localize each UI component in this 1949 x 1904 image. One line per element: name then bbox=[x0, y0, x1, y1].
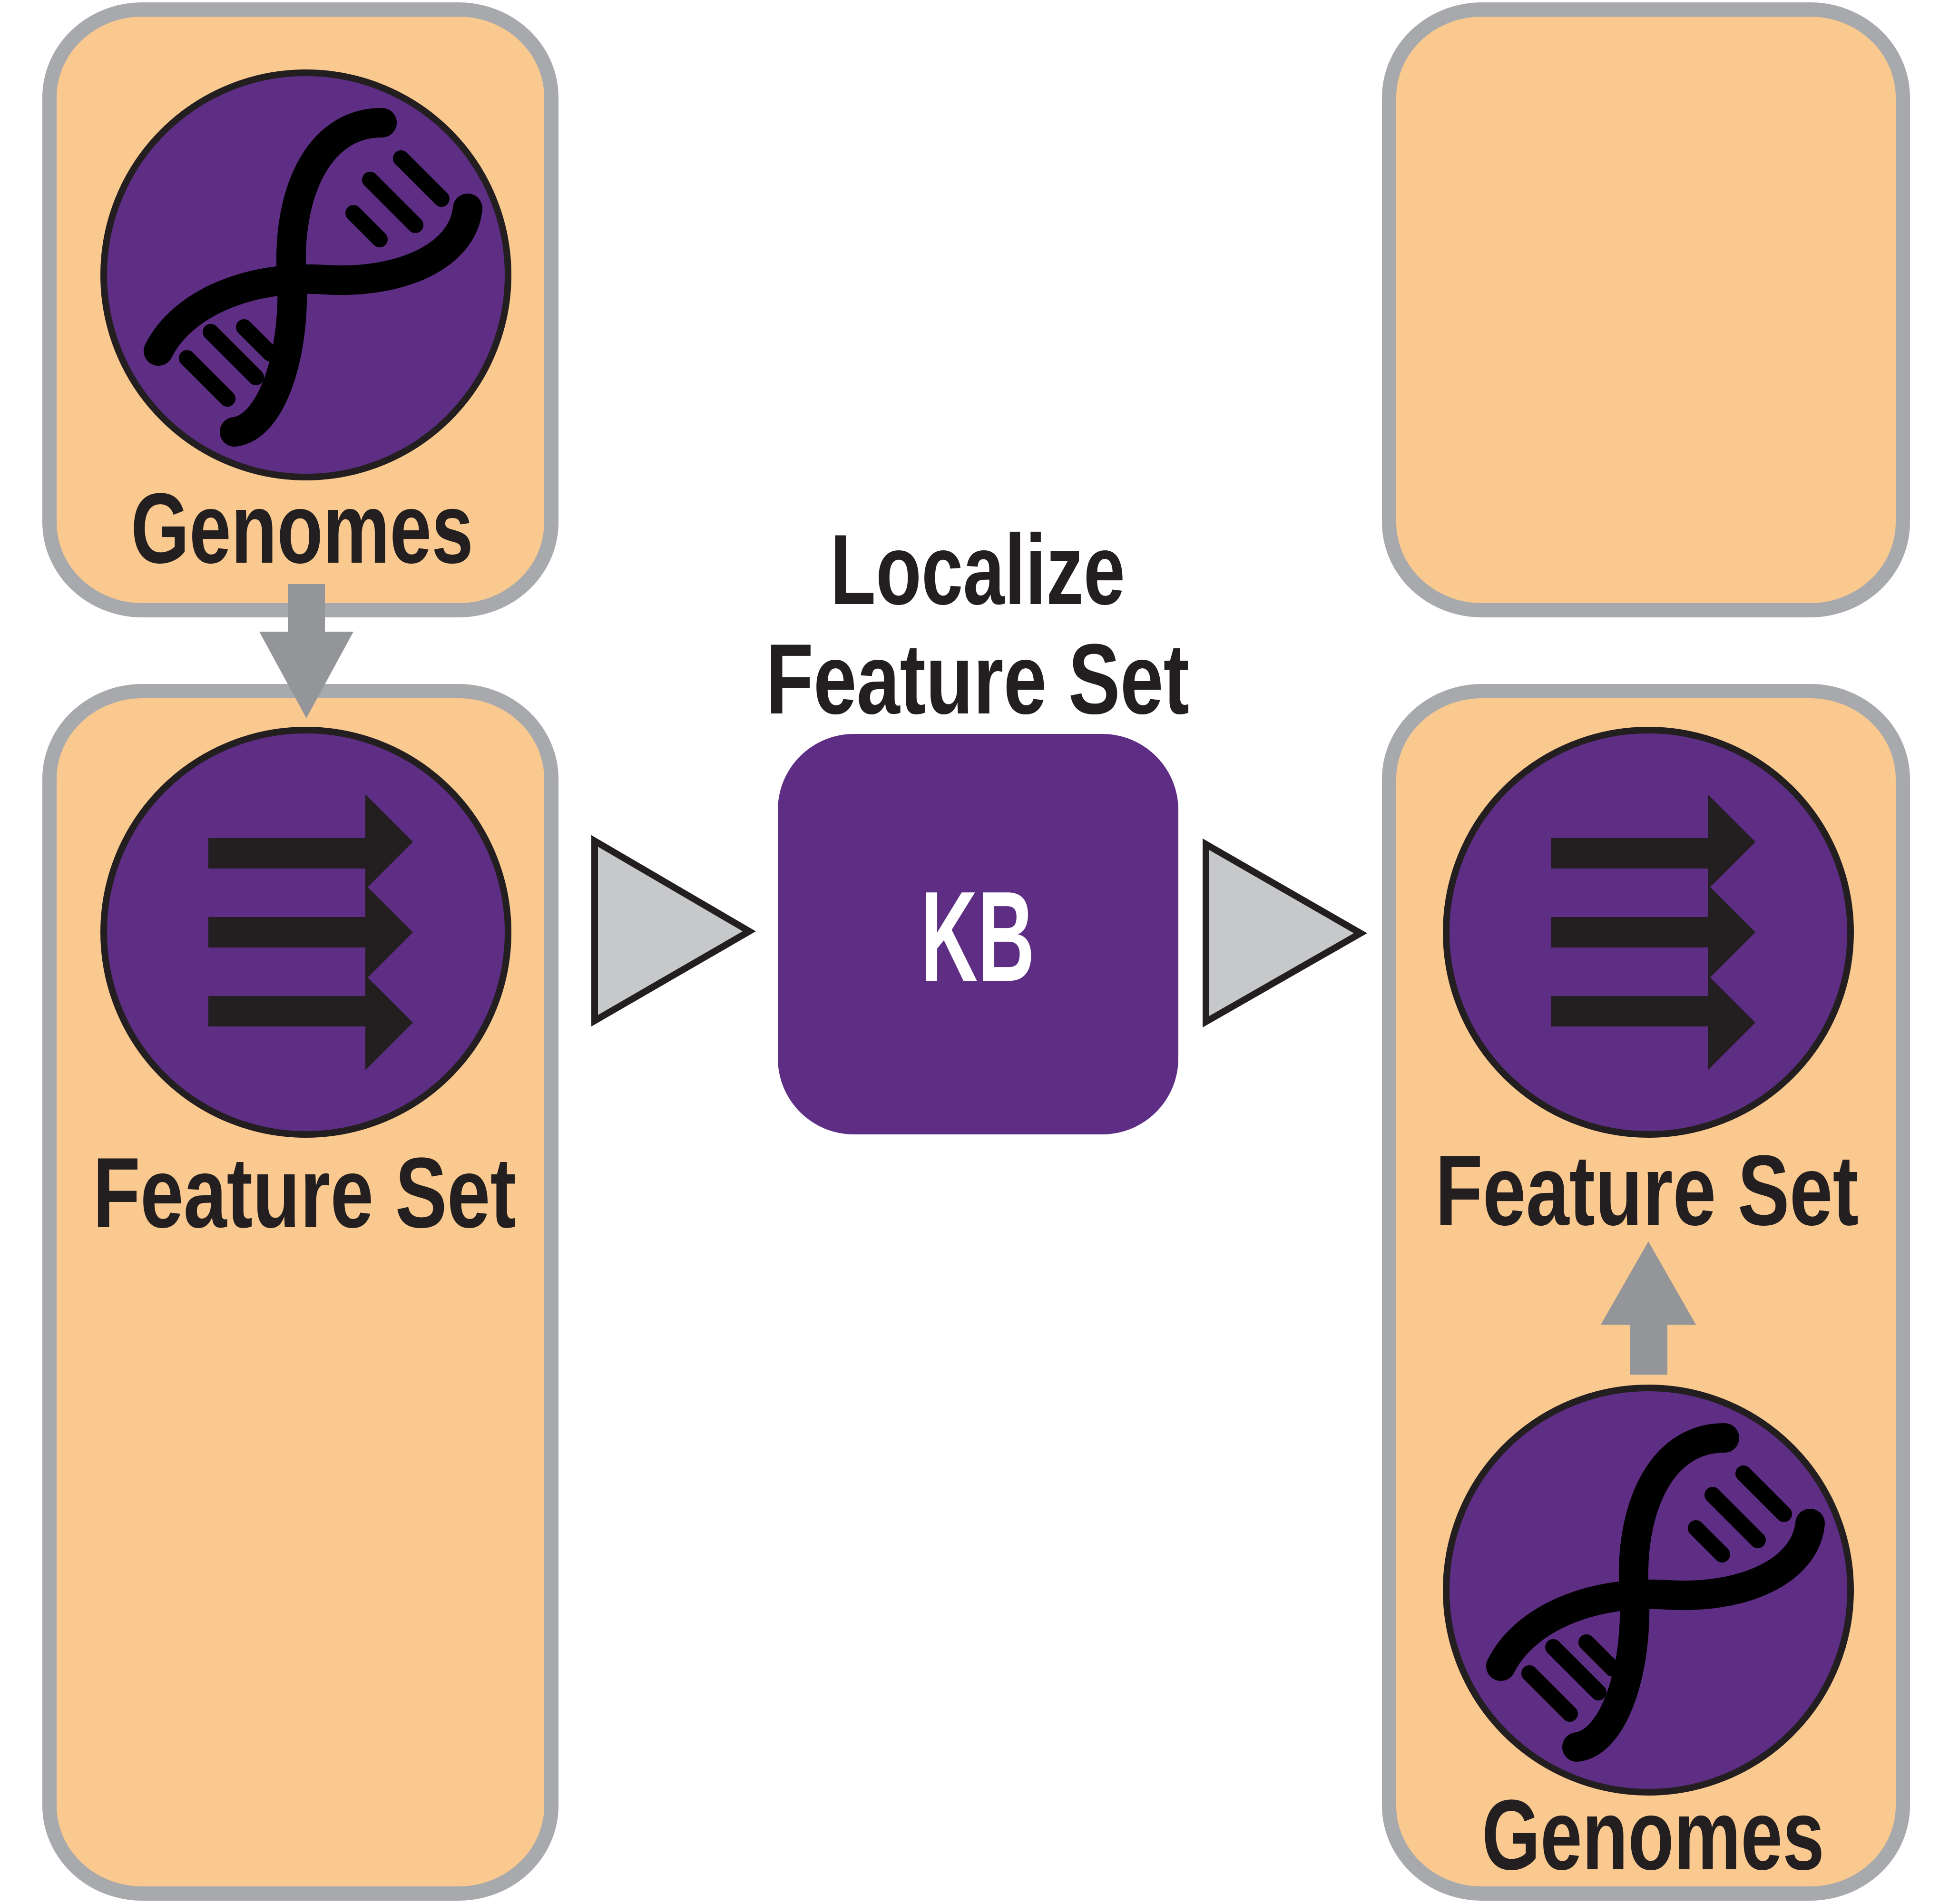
right-genomes-node[interactable]: Genomes bbox=[1443, 1385, 1854, 1891]
left-column: Genomes Feature Set bbox=[42, 2, 558, 1901]
left-feature-set-node[interactable]: Feature Set bbox=[93, 727, 516, 1249]
arrow-genomes-to-feature-set-right bbox=[1601, 1241, 1696, 1375]
right-feature-set-node[interactable]: Feature Set bbox=[1435, 727, 1859, 1246]
right-empty-panel bbox=[1382, 2, 1910, 617]
method-title-line1: Localize bbox=[830, 514, 1125, 625]
method-group: Localize Feature Set KB bbox=[591, 514, 1368, 1134]
left-genomes-node[interactable]: Genomes bbox=[100, 69, 511, 584]
flow-arrow-in bbox=[591, 835, 756, 1027]
left-genomes-label: Genomes bbox=[131, 472, 473, 584]
kb-label: KB bbox=[921, 865, 1035, 1008]
kb-box bbox=[778, 734, 1178, 1134]
arrow-genomes-to-feature-set bbox=[259, 584, 353, 718]
left-feature-set-label: Feature Set bbox=[93, 1137, 516, 1249]
right-column: Feature Set Genomes bbox=[1382, 2, 1910, 1901]
kb-method-button[interactable]: KB bbox=[778, 734, 1178, 1134]
method-title-line2: Feature Set bbox=[766, 623, 1189, 735]
right-genomes-label: Genomes bbox=[1482, 1779, 1824, 1891]
right-feature-set-label: Feature Set bbox=[1435, 1134, 1859, 1246]
flow-arrow-out bbox=[1203, 838, 1368, 1028]
